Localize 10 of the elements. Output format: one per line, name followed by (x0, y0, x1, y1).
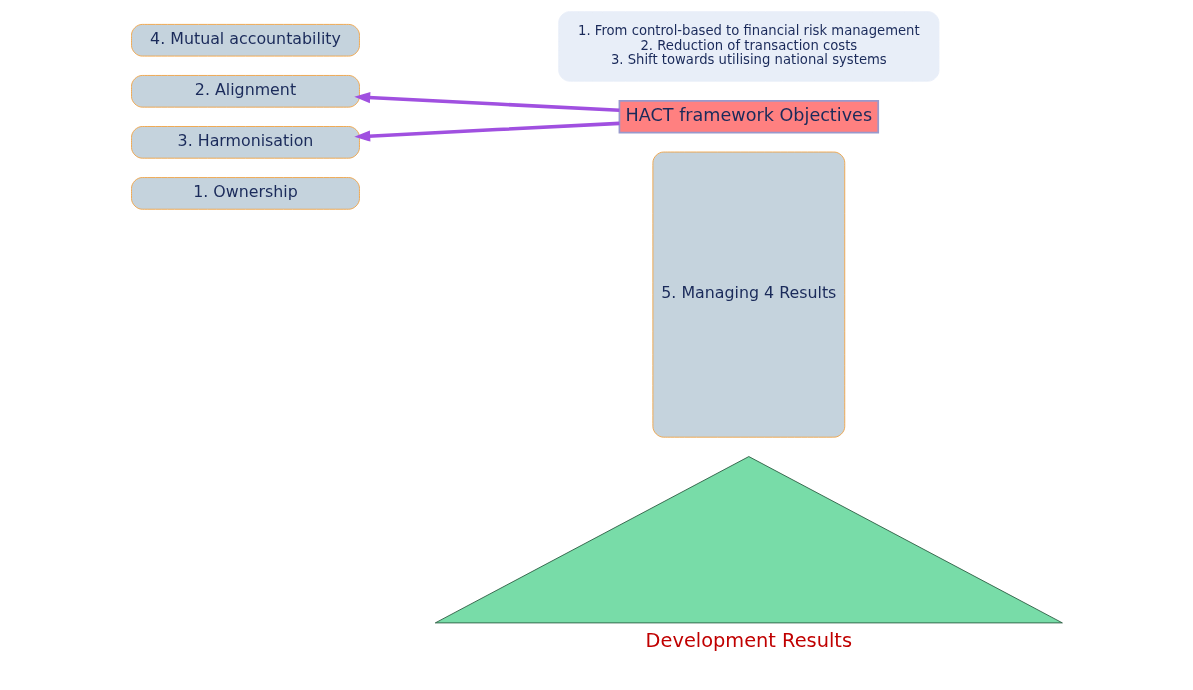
node-box: HACT framework Objectives (618, 100, 879, 134)
node-box: 1. Ownership (130, 177, 360, 210)
arrow (353, 92, 619, 113)
node-box: 3. Harmonisation (130, 126, 360, 159)
node-box: 4. Mutual accountability (130, 24, 360, 57)
node-label: Development Results (645, 628, 852, 652)
arrow (353, 121, 619, 142)
node-box: 5. Managing 4 Results (651, 151, 845, 438)
node-box: 1. From control-based to financial risk management 2. Reduction of transaction costs 3. Shift towards utilising national systems (557, 11, 939, 82)
node-box: 2. Alignment (130, 75, 360, 108)
